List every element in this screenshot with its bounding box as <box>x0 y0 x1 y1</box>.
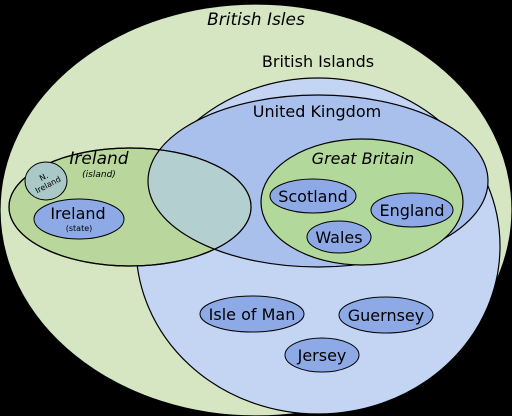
england-region <box>370 192 454 228</box>
ireland-uk-overlap <box>147 148 251 266</box>
jersey-label: Jersey <box>297 346 347 365</box>
guernsey-label: Guernsey <box>348 306 424 325</box>
northern-ireland-region <box>24 161 68 201</box>
scotland-label: Scotland <box>278 187 348 206</box>
british-isles-label: British Isles <box>207 10 305 30</box>
scotland-region <box>269 178 357 214</box>
ireland-island-label: Ireland <box>69 149 128 169</box>
isle-of-man-region <box>199 295 305 333</box>
british-islands-label: British Islands <box>262 52 374 71</box>
guernsey-region <box>338 296 434 334</box>
ireland-state-sublabel: (state) <box>66 224 93 233</box>
isle-of-man-label: Isle of Man <box>209 305 296 324</box>
ireland-island-outline <box>8 147 252 267</box>
jersey-region <box>284 337 360 373</box>
united-kingdom-label: United Kingdom <box>253 102 381 121</box>
northern-ireland-label-line1: N. <box>38 171 50 183</box>
wales-label: Wales <box>315 228 362 247</box>
wales-region <box>306 220 372 254</box>
ireland-island-sublabel: (island) <box>82 170 116 180</box>
ireland-state-label: Ireland <box>50 204 105 223</box>
great-britain-label: Great Britain <box>312 149 415 168</box>
england-label: England <box>380 201 445 220</box>
ireland-state-region <box>33 198 125 240</box>
